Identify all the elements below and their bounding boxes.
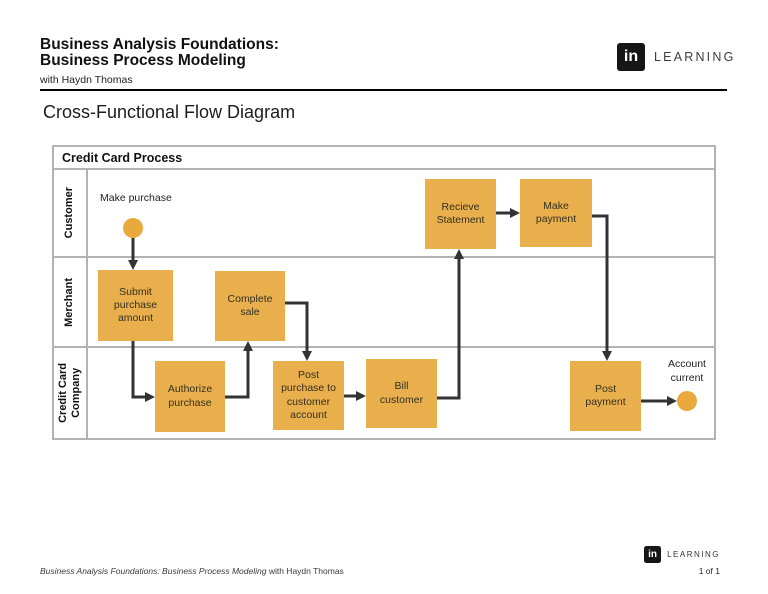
course-title-line1: Business Analysis Foundations: (40, 36, 279, 53)
learning-wordmark: LEARNING (654, 50, 736, 64)
diagram-title: Credit Card Process (54, 147, 714, 170)
end-terminator-label: Account current (668, 358, 706, 384)
node-receive-statement: Recieve Statement (425, 179, 496, 249)
course-author: with Haydn Thomas (40, 74, 133, 86)
page-title: Cross-Functional Flow Diagram (43, 102, 296, 122)
node-bill-customer: Bill customer (366, 359, 437, 428)
connector-make-payment-to-post-payment (592, 214, 612, 361)
connector-authorize-to-complete (225, 341, 253, 399)
page-number: 1 of 1 (698, 566, 720, 576)
header-divider (40, 89, 727, 91)
lane-body-merchant (88, 258, 714, 348)
learning-wordmark-footer: LEARNING (667, 550, 720, 559)
node-submit-purchase-amount: Submit purchase amount (98, 270, 173, 341)
lane-label-merchant: Merchant (54, 258, 88, 348)
footer-brand: in LEARNING 1 of 1 (644, 546, 720, 576)
connector-complete-to-post-purchase (285, 301, 312, 361)
connector-submit-to-authorize (131, 341, 155, 402)
node-complete-sale: Complete sale (215, 271, 285, 341)
course-title: Business Analysis Foundations: Business … (40, 37, 279, 69)
node-post-payment: Post payment (570, 361, 641, 431)
node-make-payment: Make payment (520, 179, 592, 247)
footer-course-author: with Haydn Thomas (266, 566, 344, 576)
footer-course-title: Business Analysis Foundations: Business … (40, 566, 267, 576)
lane-body-customer (88, 170, 714, 258)
linkedin-learning-logo: in LEARNING (617, 43, 736, 71)
lane-label-credit-card-company: Credit Card Company (54, 348, 88, 438)
end-terminator-circle (677, 391, 697, 411)
linkedin-icon-footer: in (644, 546, 662, 563)
linkedin-icon: in (617, 43, 645, 71)
node-authorize-purchase: Authorize purchase (155, 361, 225, 432)
course-title-line2: Business Process Modeling (40, 52, 246, 69)
connector-bill-to-receive (437, 249, 464, 400)
start-terminator-label: Make purchase (100, 192, 172, 204)
lane-label-customer: Customer (54, 170, 88, 258)
node-post-purchase-to-customer-account: Post purchase to customer account (273, 361, 344, 430)
footer-course-reference: Business Analysis Foundations: Business … (40, 566, 344, 576)
swimlanes: Customer Merchant Credit Card Company (54, 170, 714, 438)
flow-connectors (128, 208, 677, 406)
start-terminator-circle (123, 218, 143, 238)
flow-diagram: Credit Card Process Customer Merchant Cr… (52, 145, 716, 440)
